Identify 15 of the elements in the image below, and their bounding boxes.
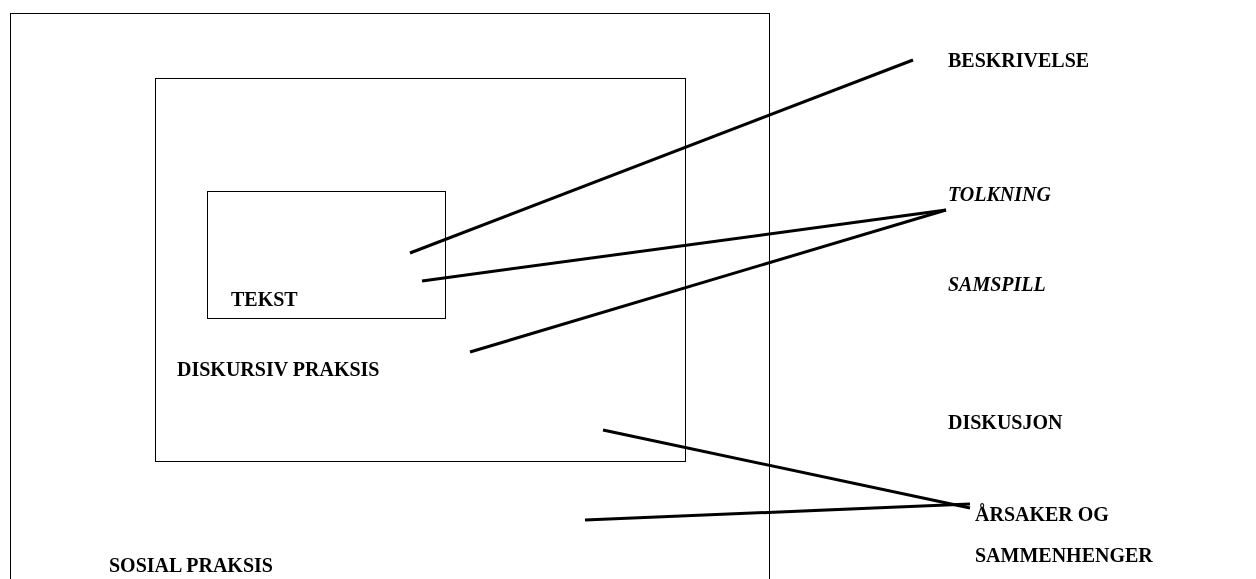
- annotation-text: BESKRIVELSE: [948, 48, 1090, 72]
- box-label: SOSIAL PRAKSIS: [109, 553, 273, 577]
- box-label: TEKST: [231, 287, 298, 311]
- frame-box: [10, 13, 770, 579]
- leader-line: [469, 208, 947, 354]
- frame-box: [207, 191, 446, 319]
- annotation-text: TOLKNING: [948, 182, 1051, 206]
- leader-line: [409, 58, 914, 255]
- box-label: DISKURSIV PRAKSIS: [177, 357, 380, 381]
- frame-box: [155, 78, 686, 462]
- leader-line: [602, 428, 971, 510]
- leader-line: [584, 502, 971, 522]
- annotation-text: DISKUSJON: [948, 410, 1063, 434]
- annotation-text: ÅRSAKER OG SAMMENHENGER: [975, 502, 1154, 568]
- annotation-text: SAMSPILL: [948, 272, 1046, 296]
